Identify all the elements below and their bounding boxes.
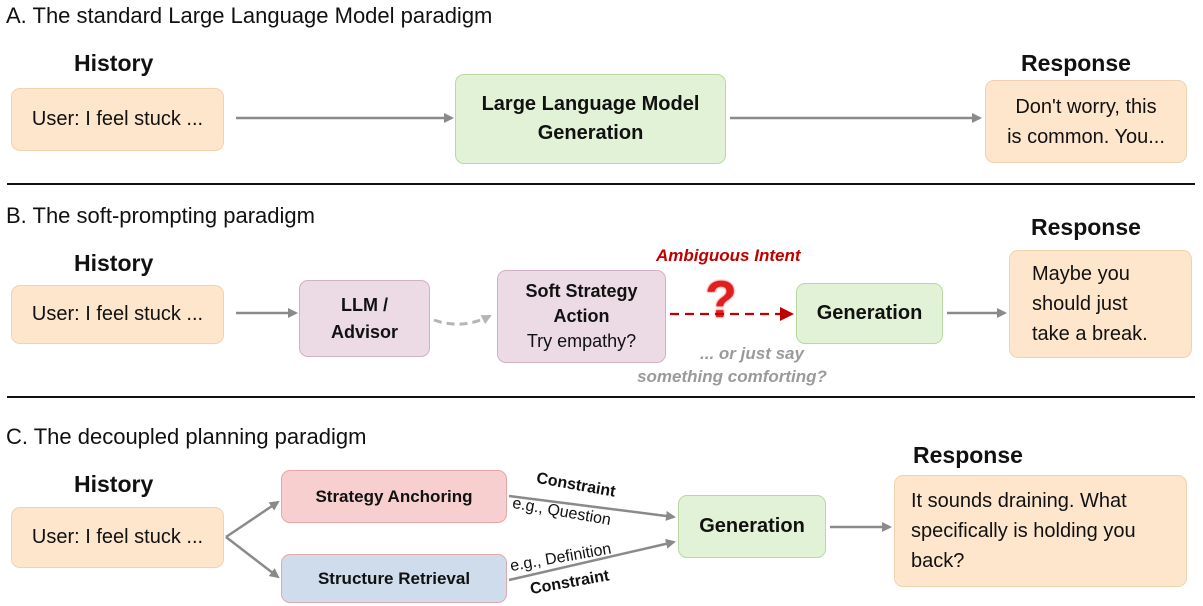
section-a-llm-line1: Large Language Model: [481, 93, 700, 115]
section-b-advisor-line1: LLM /: [341, 295, 388, 316]
section-b-generation-box: Generation: [796, 283, 943, 344]
divider-ab: [7, 183, 1195, 185]
section-a-history-box: User: I feel stuck ...: [11, 88, 224, 151]
section-a-response-line1: Don't worry, this: [1015, 95, 1157, 118]
section-c-response-line1: It sounds draining. What: [911, 490, 1127, 512]
arrow-c-structure-to-generation: [508, 538, 676, 582]
section-b-soft-strategy-box: Soft Strategy Action Try empathy?: [497, 270, 666, 363]
section-b-soft-line3: Try empathy?: [526, 331, 637, 352]
section-b-advisor-box: LLM / Advisor: [299, 280, 430, 357]
section-c-history-text: User: I feel stuck ...: [31, 526, 204, 548]
section-b-alt-line2: something comforting?: [637, 366, 827, 386]
section-a-history-text: User: I feel stuck ...: [31, 108, 204, 130]
section-b-history-label: History: [74, 250, 154, 276]
arrow-c-strategy-to-generation: [508, 494, 676, 521]
section-c-generation-label: Generation: [699, 515, 805, 537]
section-a-response-box: Don't worry, this is common. You...: [985, 80, 1187, 163]
section-b-response-line2: should just: [1032, 293, 1128, 315]
section-c-strategy-label: Strategy Anchoring: [315, 486, 473, 506]
section-b-history-text: User: I feel stuck ...: [31, 303, 204, 325]
section-a-title: A. The standard Large Language Model par…: [6, 3, 493, 28]
section-b-title: B. The soft-prompting paradigm: [6, 203, 315, 228]
section-b-alt-line1: ... or just say: [700, 344, 804, 363]
section-c-response-line2: specifically is holding you: [911, 520, 1136, 542]
section-b-response-line1: Maybe you: [1032, 263, 1130, 285]
section-b-soft-line2: Action: [553, 305, 610, 326]
section-b-alternative-text: ... or just say something comforting?: [616, 343, 848, 389]
section-b-history-box: User: I feel stuck ...: [11, 285, 224, 344]
section-a-response-line2: is common. You...: [1007, 125, 1165, 148]
arrow-c-history-to-strategy: [225, 500, 280, 539]
section-c-history-box: User: I feel stuck ...: [11, 507, 224, 568]
section-b-soft-line1: Soft Strategy: [525, 280, 638, 301]
section-b-advisor-line2: Advisor: [330, 321, 399, 342]
section-c-history-label: History: [74, 471, 154, 497]
arrow-c-history-to-structure: [225, 536, 280, 579]
section-c-title: C. The decoupled planning paradigm: [6, 424, 367, 449]
section-b-response-line3: take a break.: [1032, 323, 1148, 345]
section-b-response-label: Response: [1031, 214, 1141, 240]
section-c-generation-box: Generation: [678, 495, 826, 558]
section-b-generation-label: Generation: [816, 302, 923, 324]
section-a-response-label: Response: [1021, 50, 1131, 76]
section-a-llm-line2: Generation: [537, 122, 644, 144]
section-c-response-label: Response: [913, 442, 1023, 468]
section-c-response-box: It sounds draining. What specifically is…: [894, 475, 1187, 587]
section-c-structure-retrieval-box: Structure Retrieval: [281, 554, 507, 603]
section-a-history-label: History: [74, 50, 154, 76]
section-b-ambiguous-intent: Ambiguous Intent: [656, 246, 801, 265]
section-c-response-line3: back?: [911, 550, 965, 572]
section-b-question-mark: ?: [705, 271, 737, 329]
section-c-strategy-anchoring-box: Strategy Anchoring: [281, 470, 507, 523]
section-b-response-box: Maybe you should just take a break.: [1009, 250, 1192, 358]
section-c-structure-label: Structure Retrieval: [317, 568, 471, 588]
section-a-llm-box: Large Language Model Generation: [455, 74, 726, 164]
arrow-b-advisor-to-soft: [433, 314, 492, 326]
divider-bc: [7, 396, 1195, 398]
